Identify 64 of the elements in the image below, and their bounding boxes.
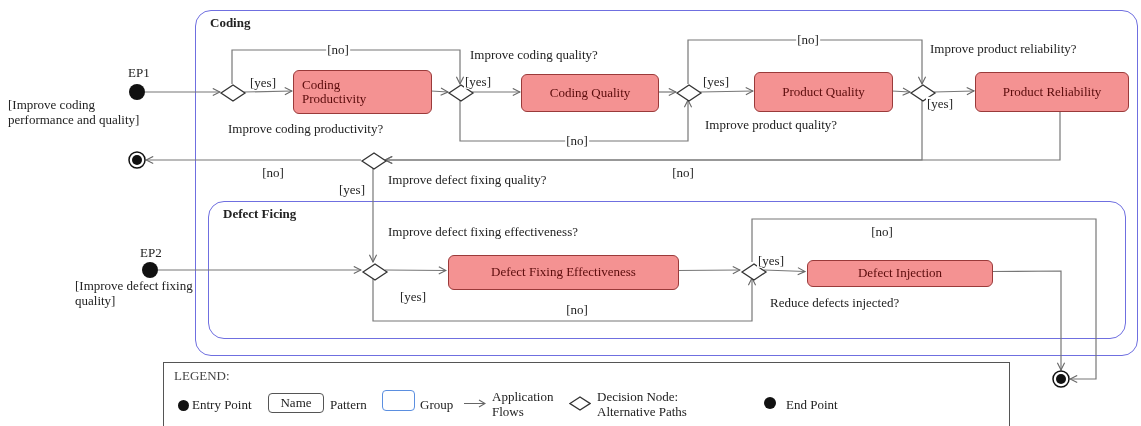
flow-arrow	[459, 99, 693, 142]
legend-text: End Point	[786, 398, 839, 413]
edge-label: [yes]	[464, 74, 492, 90]
flow-arrow	[384, 266, 447, 275]
flow-arrow	[471, 87, 521, 97]
legend-text: Pattern	[330, 398, 368, 413]
legend-title: LEGEND:	[174, 369, 230, 384]
edge-label: [yes]	[338, 182, 366, 198]
annotation-text: Improve coding productivity?	[228, 122, 385, 137]
flow-arrow	[243, 87, 293, 96]
annotation-text: Improve defect fixing quality?	[388, 173, 548, 188]
flow-arrow	[891, 87, 911, 96]
annotation-text: EP2	[140, 246, 163, 261]
group-title: Coding	[210, 15, 251, 31]
flow-arrow	[384, 110, 1061, 165]
annotation-text: Improve defect fixing effectiveness?	[388, 225, 579, 240]
flow-arrow	[144, 87, 221, 97]
edge-label: [no]	[565, 133, 589, 149]
annotation-text: Improve product reliability?	[930, 42, 1078, 57]
flow-arrow	[687, 39, 927, 85]
edge-label: [no]	[261, 165, 285, 181]
flow-arrow	[368, 167, 378, 263]
annotation-text: EP1	[128, 66, 151, 81]
pattern-box: Defect Fixing Effectiveness	[448, 255, 679, 290]
annotation-text: [Improve coding performance and quality]	[8, 98, 141, 128]
flow-arrow	[430, 87, 449, 96]
legend-text: Entry Point	[192, 398, 253, 413]
pattern-sample-box: Name	[268, 393, 324, 413]
flow-arrow	[763, 267, 806, 276]
annotation-text: Improve coding quality?	[470, 48, 599, 63]
edge-label: [yes]	[702, 74, 730, 90]
legend-text: Application Flows	[492, 390, 555, 420]
flow-arrow	[990, 270, 1066, 371]
edge-label: [no]	[565, 302, 589, 318]
edge-label: [yes]	[249, 75, 277, 91]
legend-text: Group	[420, 398, 455, 413]
pattern-box: Coding Quality	[521, 74, 659, 112]
flow-arrow	[933, 87, 975, 96]
annotation-text: Improve product quality?	[705, 118, 839, 133]
flow-arrow	[676, 265, 741, 275]
flow-arrow	[231, 49, 465, 85]
legend-text: Decision Node: Alternative Paths	[597, 390, 688, 420]
edge-label: [yes]	[757, 253, 785, 269]
edge-label: [yes]	[926, 96, 954, 112]
group-frame	[195, 10, 1138, 356]
flow-arrow	[157, 265, 362, 275]
pattern-box: Product Quality	[754, 72, 893, 112]
flow-arrow	[751, 218, 1097, 384]
flow-arrow	[372, 277, 757, 322]
flow-arrow	[699, 87, 754, 96]
flow-arrow	[657, 87, 677, 97]
edge-label: [no]	[671, 165, 695, 181]
edge-label: [no]	[870, 224, 894, 240]
group-title: Defect Ficing	[223, 206, 297, 222]
pattern-box: Defect Injection	[807, 260, 993, 287]
edge-label: [no]	[326, 42, 350, 58]
group-frame	[208, 201, 1126, 339]
pattern-box: Coding Productivity	[293, 70, 432, 114]
pattern-box: Product Reliability	[975, 72, 1129, 112]
annotation-text: Reduce defects injected?	[770, 296, 901, 311]
edge-label: [yes]	[399, 289, 427, 305]
annotation-text: [Improve defect fixing quality]	[75, 279, 193, 309]
edge-label: [no]	[796, 32, 820, 48]
flow-arrow	[145, 155, 362, 165]
